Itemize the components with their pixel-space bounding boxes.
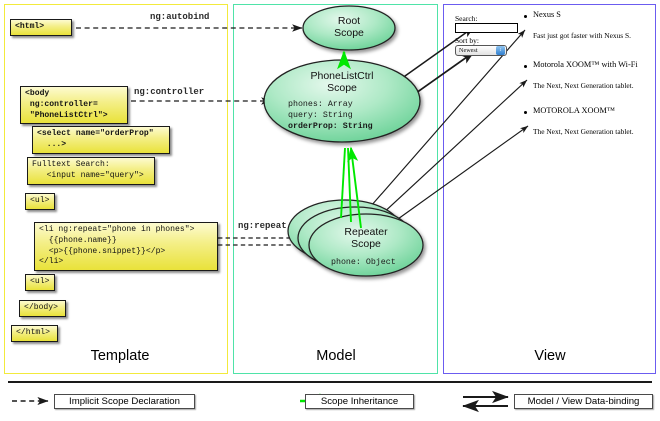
legend-item-implicit-scope-declaration: Implicit Scope Declaration [54, 394, 195, 409]
column-label-model: Model [316, 348, 356, 364]
label-ng-autobind: ng:autobind [150, 12, 210, 22]
column-label-view: View [534, 348, 566, 364]
view-phone-name: MOTOROLA XOOM™ [533, 106, 615, 115]
legend-item-scope-inheritance: Scope Inheritance [305, 394, 414, 409]
column-view [443, 4, 656, 374]
code-box-ul-close[interactable]: <ul> [25, 274, 55, 291]
edge-binding-phone-1 [356, 29, 526, 223]
list-bullet [524, 15, 527, 18]
code-box-body-close[interactable]: </body> [19, 300, 66, 317]
view-search-label: Search: [455, 14, 478, 23]
list-bullet [524, 111, 527, 114]
code-box-body-open[interactable]: <body ng:controller= "PhoneListCtrl"> [20, 86, 128, 125]
list-bullet [524, 65, 527, 68]
label-ng-controller: ng:controller [134, 87, 205, 97]
chevron-updown-icon: ↕ [496, 46, 505, 55]
code-box-html-close[interactable]: </html> [11, 325, 58, 342]
edge-binding-phone-2 [366, 79, 528, 229]
label-ng-repeat: ng:repeat [238, 221, 287, 231]
view-phone-snippet: The Next, Next Generation tablet. [533, 81, 634, 90]
code-box-html-open[interactable]: <html> [10, 19, 72, 36]
code-box-li-repeat[interactable]: <li ng:repeat="phone in phones"> {{phone… [34, 222, 218, 271]
edge-binding-phone-3 [376, 125, 529, 235]
view-phone-name: Nexus S [533, 10, 561, 19]
view-phone-snippet: The Next, Next Generation tablet. [533, 127, 634, 136]
legend-divider [8, 381, 652, 383]
edge-inheritance-repeat-3 [347, 146, 362, 229]
legend-item-model-view-data-binding: Model / View Data-binding [514, 394, 653, 409]
column-label-template: Template [90, 348, 150, 364]
view-phone-snippet: Fast just got faster with Nexus S. [533, 31, 631, 40]
code-box-search[interactable]: Fulltext Search: <input name="query"> [27, 157, 155, 185]
code-box-ul-open[interactable]: <ul> [25, 193, 55, 210]
view-phone-name: Motorola XOOM™ with Wi-Fi [533, 60, 638, 69]
code-box-select[interactable]: <select name="orderProp" ...> [32, 126, 170, 154]
edge-inheritance-repeat-1 [340, 147, 346, 219]
